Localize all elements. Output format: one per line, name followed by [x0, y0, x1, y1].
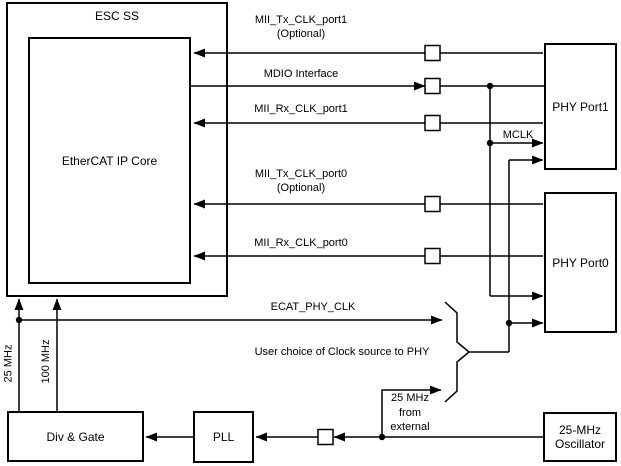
- clock-mux-brace: [444, 301, 471, 403]
- label-ext-25mhz-line1: 25 MHz: [391, 392, 429, 404]
- buffer-pad-rx-port1: [424, 114, 441, 132]
- div-gate-label: Div & Gate: [46, 429, 105, 444]
- label-user-choice: User choice of Clock source to PHY: [254, 346, 430, 358]
- label-ext-25mhz-line3: external: [390, 421, 430, 433]
- label-mii-tx-clk-port0-note: (Optional): [276, 181, 326, 194]
- pll-box: PLL: [193, 411, 254, 463]
- phy-port0-box: PHY Port0: [544, 192, 617, 333]
- label-mclk: MCLK: [502, 129, 534, 141]
- junction-dot-phy-clk: [505, 319, 513, 327]
- ethercat-ip-core-label: EtherCAT IP Core: [61, 153, 158, 168]
- label-mii-tx-clk-port1-note: (Optional): [276, 27, 326, 40]
- label-mii-rx-clk-port1: MII_Rx_CLK_port1: [254, 103, 348, 115]
- label-mii-rx-clk-port0: MII_Rx_CLK_port0: [254, 237, 348, 249]
- oscillator-label-line2: Oscillator: [554, 437, 605, 451]
- label-div-out-100mhz: 100 MHz: [40, 339, 52, 384]
- pll-label: PLL: [212, 430, 235, 444]
- phy-port1-box: PHY Port1: [544, 43, 617, 170]
- buffer-pad-tx-port1: [424, 44, 441, 62]
- oscillator-box: 25-MHz Oscillator: [543, 412, 617, 462]
- junction-dot-25mhz: [15, 316, 23, 324]
- phy-port1-label: PHY Port1: [552, 99, 609, 114]
- buffer-pad-rx-port0: [424, 247, 441, 265]
- ethercat-ip-core-box: EtherCAT IP Core: [28, 37, 191, 284]
- label-div-out-25mhz: 25 MHz: [2, 344, 15, 383]
- div-gate-box: Div & Gate: [7, 411, 144, 462]
- phy-port0-label: PHY Port0: [552, 255, 609, 270]
- oscillator-label-line1: 25-MHz: [558, 423, 601, 437]
- buffer-pad-mdio: [424, 77, 441, 95]
- buffer-pad-tx-port0: [424, 195, 441, 213]
- junction-dot-mclk: [486, 139, 494, 147]
- label-ecat-phy-clk: ECAT_PHY_CLK: [270, 301, 356, 313]
- label-mii-tx-clk-port0-text: MII_Tx_CLK_port0: [254, 168, 348, 180]
- label-mii-tx-clk-port1-text: MII_Tx_CLK_port1: [254, 14, 348, 26]
- label-mii-tx-clk-port0: MII_Tx_CLK_port0 (Optional): [228, 168, 374, 195]
- buffer-pad-oscillator: [317, 428, 334, 446]
- esc-ss-label: ESC SS: [94, 9, 139, 23]
- label-mii-tx-clk-port1: MII_Tx_CLK_port1 (Optional): [228, 14, 374, 41]
- label-mdio-interface: MDIO Interface: [263, 68, 339, 80]
- junction-dot-mdio: [486, 82, 494, 90]
- label-ext-25mhz: 25 MHz from external: [384, 391, 436, 435]
- wire-ext-25mhz: [381, 385, 442, 437]
- label-ext-25mhz-line2: from: [399, 406, 421, 419]
- junction-dot-osc: [378, 433, 386, 441]
